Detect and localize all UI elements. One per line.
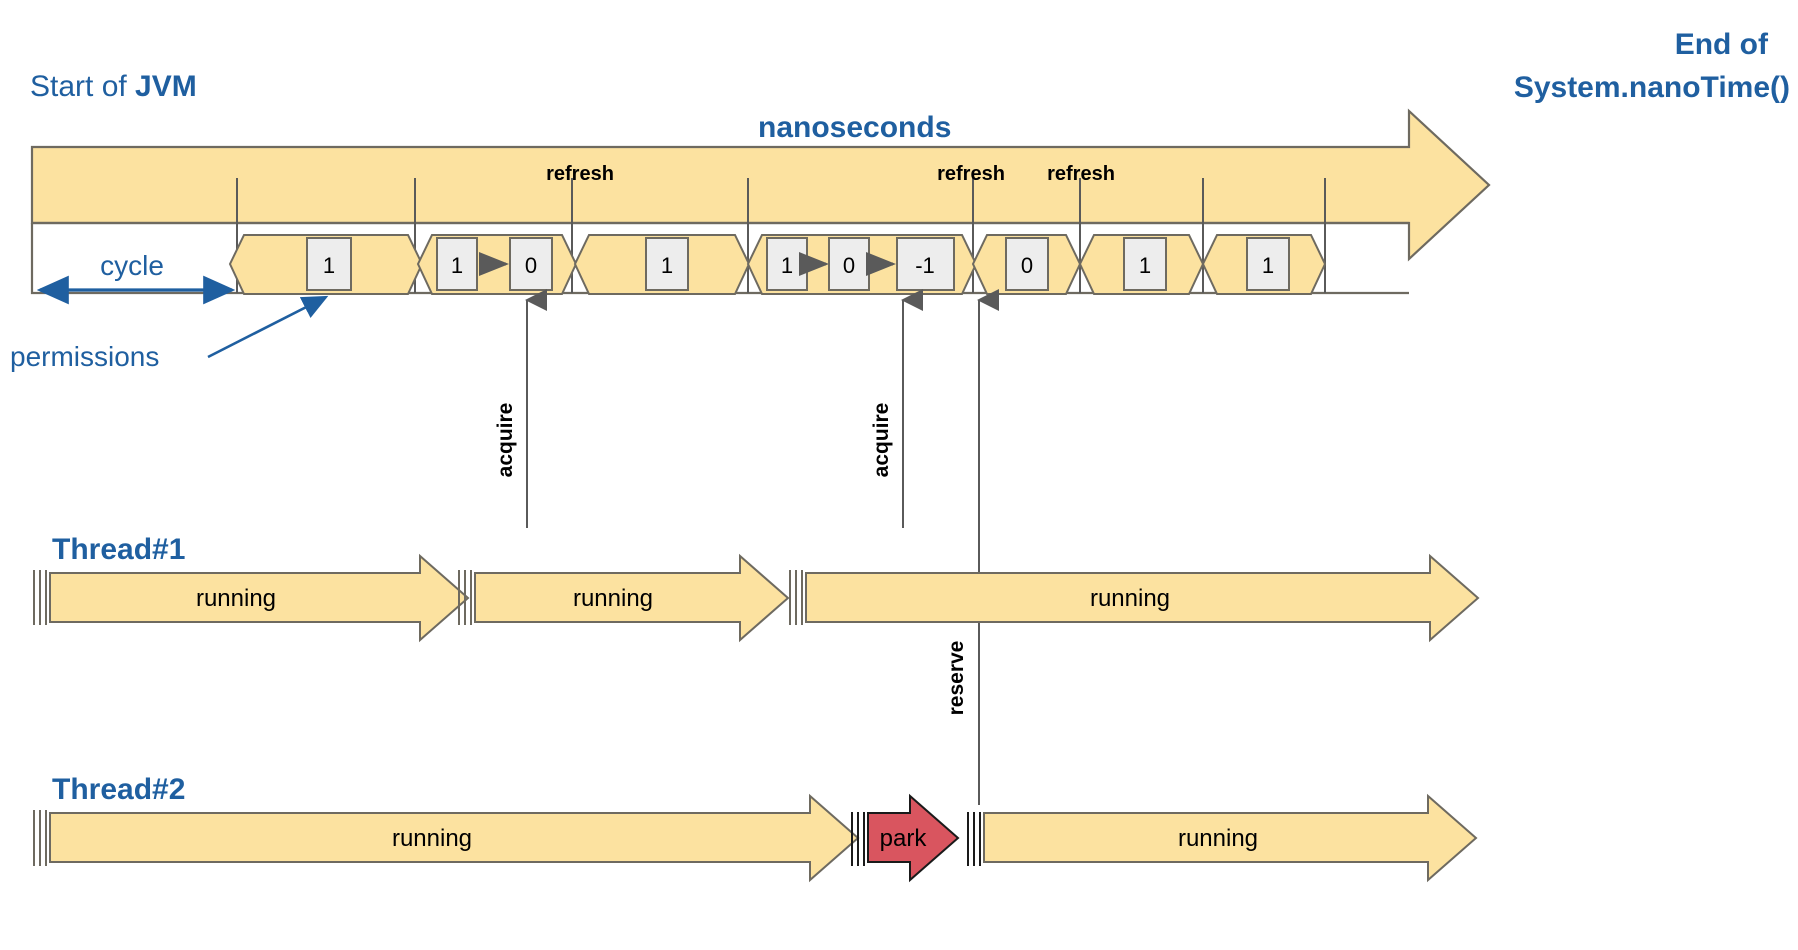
acquire-line-2: acquire — [870, 289, 923, 528]
refresh-label: refresh — [937, 163, 1005, 185]
thread-segment-running[interactable] — [805, 553, 1480, 643]
refresh-label: refresh — [546, 163, 614, 185]
title-start-prefix: Start of — [30, 70, 135, 103]
segment-start-bars — [789, 570, 803, 625]
segment-start-bars — [967, 812, 981, 866]
permission-cell — [306, 237, 352, 291]
thread-2-track: running park running — [33, 793, 1478, 883]
permission-cell — [436, 237, 478, 291]
permission-cell — [1123, 237, 1167, 291]
thread-segment-label: running — [1178, 825, 1258, 852]
permission-value: 1 — [451, 253, 463, 278]
permission-value: 1 — [1139, 253, 1151, 278]
permission-cycle: 1 0 — [416, 234, 578, 295]
permission-cycle: 1 — [228, 234, 424, 295]
permission-value: 0 — [843, 253, 855, 278]
permission-cycle: 0 — [971, 234, 1082, 295]
acquire-label: acquire — [494, 403, 517, 478]
segment-start-bars — [33, 810, 47, 866]
permission-cell — [1005, 237, 1049, 291]
thread-1-label: Thread#1 — [52, 533, 185, 566]
permission-value: 0 — [525, 253, 537, 278]
permission-cycle: 1 — [573, 234, 751, 295]
permission-cycles: 1 1 0 1 1 0 -1 — [228, 234, 1327, 295]
cycle-label: cycle — [100, 250, 164, 281]
permissions-callout-line — [207, 295, 329, 359]
title-start-of-jvm: Start of JVM — [30, 70, 197, 103]
permission-value: 1 — [323, 253, 335, 278]
refresh-label: refresh — [1047, 163, 1115, 185]
thread-segment-label: running — [573, 585, 653, 612]
thread-segment-label: running — [392, 825, 472, 852]
segment-start-bars — [458, 570, 472, 625]
acquire-label: acquire — [870, 403, 893, 478]
thread-segment-label: running — [1090, 585, 1170, 612]
thread-segment-label: running — [196, 585, 276, 612]
thread-segment-running[interactable] — [474, 553, 790, 643]
permission-value: 1 — [1262, 253, 1274, 278]
permission-cell — [896, 237, 955, 291]
thread-1-track: running running running — [33, 553, 1480, 643]
permission-value: 1 — [781, 253, 793, 278]
thread-segment-running[interactable] — [49, 793, 860, 883]
thread-segment-running[interactable] — [49, 553, 470, 643]
permission-value: 0 — [1021, 253, 1033, 278]
permission-value: -1 — [915, 253, 935, 278]
title-start-strong: JVM — [135, 70, 197, 103]
segment-start-bars — [851, 812, 865, 866]
segment-start-bars — [33, 570, 47, 625]
permission-cell — [645, 237, 689, 291]
thread-segment-running[interactable] — [983, 793, 1478, 883]
permission-cycle: 1 — [1201, 234, 1327, 295]
permissions-label: permissions — [10, 341, 159, 372]
thread-segment-park[interactable] — [867, 793, 960, 883]
acquire-line-1: acquire — [494, 289, 547, 528]
axis-label-nanoseconds: nanoseconds — [758, 111, 951, 144]
reserve-line: reserve — [945, 289, 999, 805]
thread-segment-label: park — [880, 825, 928, 852]
title-end-of-line1: End of — [1675, 28, 1769, 61]
permission-cell — [509, 237, 553, 291]
permission-cycle: 1 0 -1 — [746, 234, 978, 295]
title-end-of-line2: System.nanoTime() — [1514, 71, 1790, 104]
permission-value: 1 — [661, 253, 673, 278]
thread-2-label: Thread#2 — [52, 773, 185, 806]
permission-cycle: 1 — [1078, 234, 1205, 295]
reserve-label: reserve — [945, 641, 968, 716]
permission-cell — [1246, 237, 1290, 291]
